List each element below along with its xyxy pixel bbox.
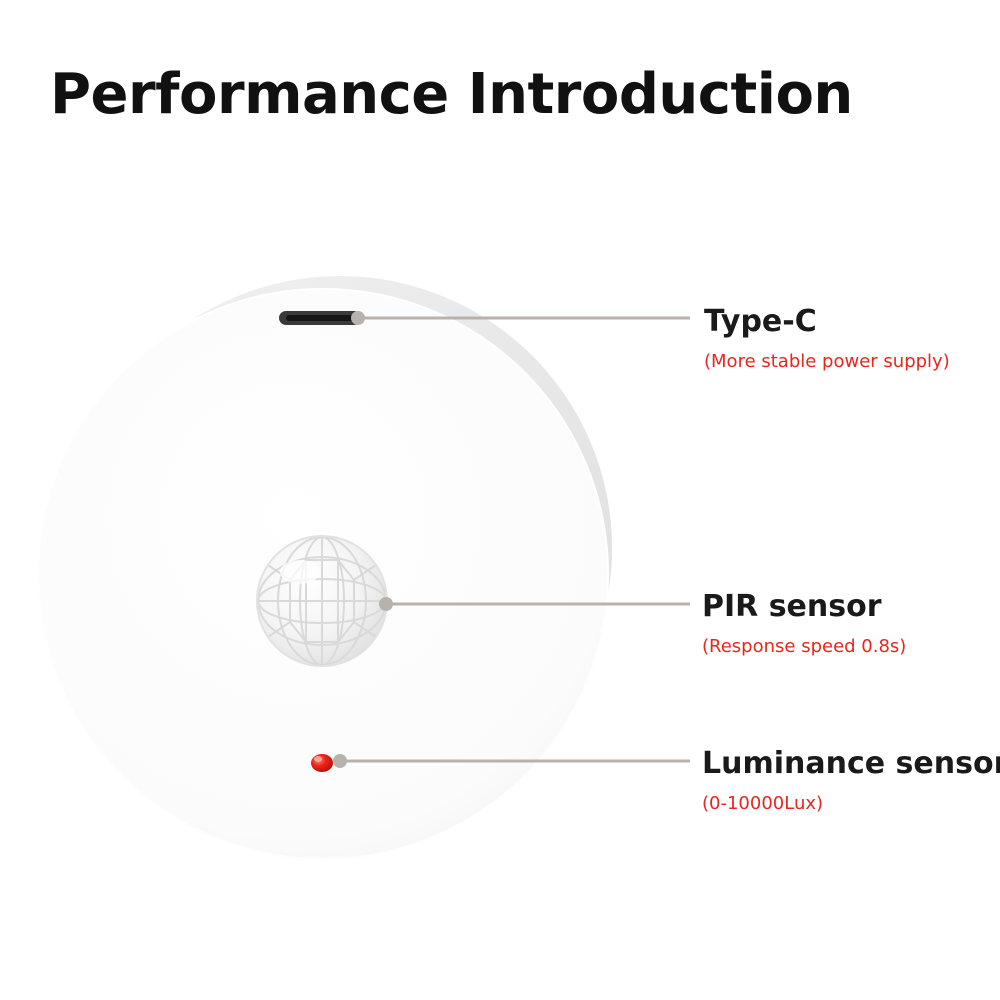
- callout-luminance-sensor-note: (0-10000Lux): [702, 793, 824, 814]
- type-c-port: [279, 311, 361, 325]
- callout-type-c: Type-C (More stable power supply): [704, 307, 950, 371]
- callout-type-c-label: Type-C: [704, 304, 817, 339]
- callout-type-c-note: (More stable power supply): [704, 351, 950, 372]
- leader-line-pir: [379, 597, 690, 611]
- luminance-sensor-led: [311, 754, 333, 772]
- leader-line-luminance: [333, 754, 690, 768]
- callout-luminance-sensor-label: Luminance sensor: [702, 746, 1000, 781]
- callout-luminance-sensor: Luminance sensor (0-10000Lux): [702, 749, 1000, 813]
- callout-pir-sensor: PIR sensor (Response speed 0.8s): [702, 592, 906, 656]
- pir-lens: [256, 535, 388, 667]
- page-title: Performance Introduction: [50, 62, 853, 127]
- leader-line-type-c: [351, 311, 690, 325]
- callout-pir-sensor-label: PIR sensor: [702, 589, 882, 624]
- leader-lines: [333, 311, 690, 768]
- callout-pir-sensor-note: (Response speed 0.8s): [702, 636, 907, 657]
